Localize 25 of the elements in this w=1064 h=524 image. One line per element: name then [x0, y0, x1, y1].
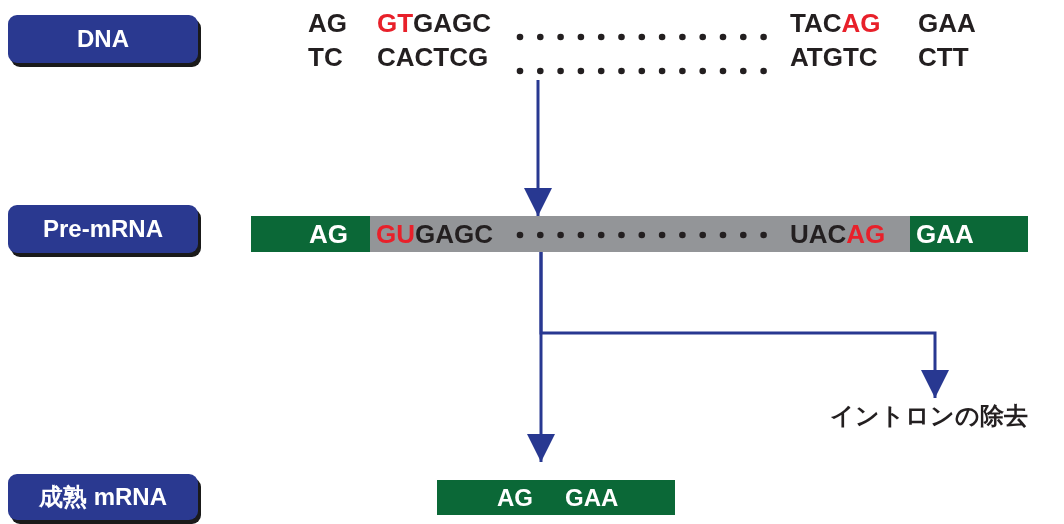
- sequence-text: GAA: [918, 8, 976, 38]
- sequence-text: GAGC: [415, 219, 493, 249]
- sequence-text: GAA: [565, 483, 619, 513]
- sequence-text: CTT: [918, 42, 969, 72]
- arrow: [539, 252, 949, 398]
- sequence-text: AG: [846, 219, 886, 249]
- arrow: [524, 80, 552, 216]
- sequence-text: TC: [308, 42, 343, 72]
- sequence-text: GAGC: [413, 8, 492, 38]
- mature-mrna-bar: [437, 480, 675, 515]
- sequence-text: AG: [497, 483, 533, 513]
- sequence-text: AG: [309, 219, 348, 249]
- sequence-text: GAA: [916, 219, 974, 249]
- exon-segment: [910, 216, 1028, 252]
- sequence-text: ATGTC: [790, 42, 878, 72]
- sequence-text: CACTCG: [377, 42, 489, 72]
- caption-text: イントロンの除去: [830, 400, 1064, 436]
- sequence-text: TAC: [790, 8, 842, 38]
- sequence-text: AG: [308, 8, 347, 38]
- intron-segment: [370, 216, 910, 252]
- sequence-text: GU: [376, 219, 415, 249]
- exon-segment: [251, 216, 370, 252]
- sequence-text: AG: [841, 8, 881, 38]
- sequence-text: UAC: [790, 219, 847, 249]
- sequence-text: GT: [377, 8, 414, 38]
